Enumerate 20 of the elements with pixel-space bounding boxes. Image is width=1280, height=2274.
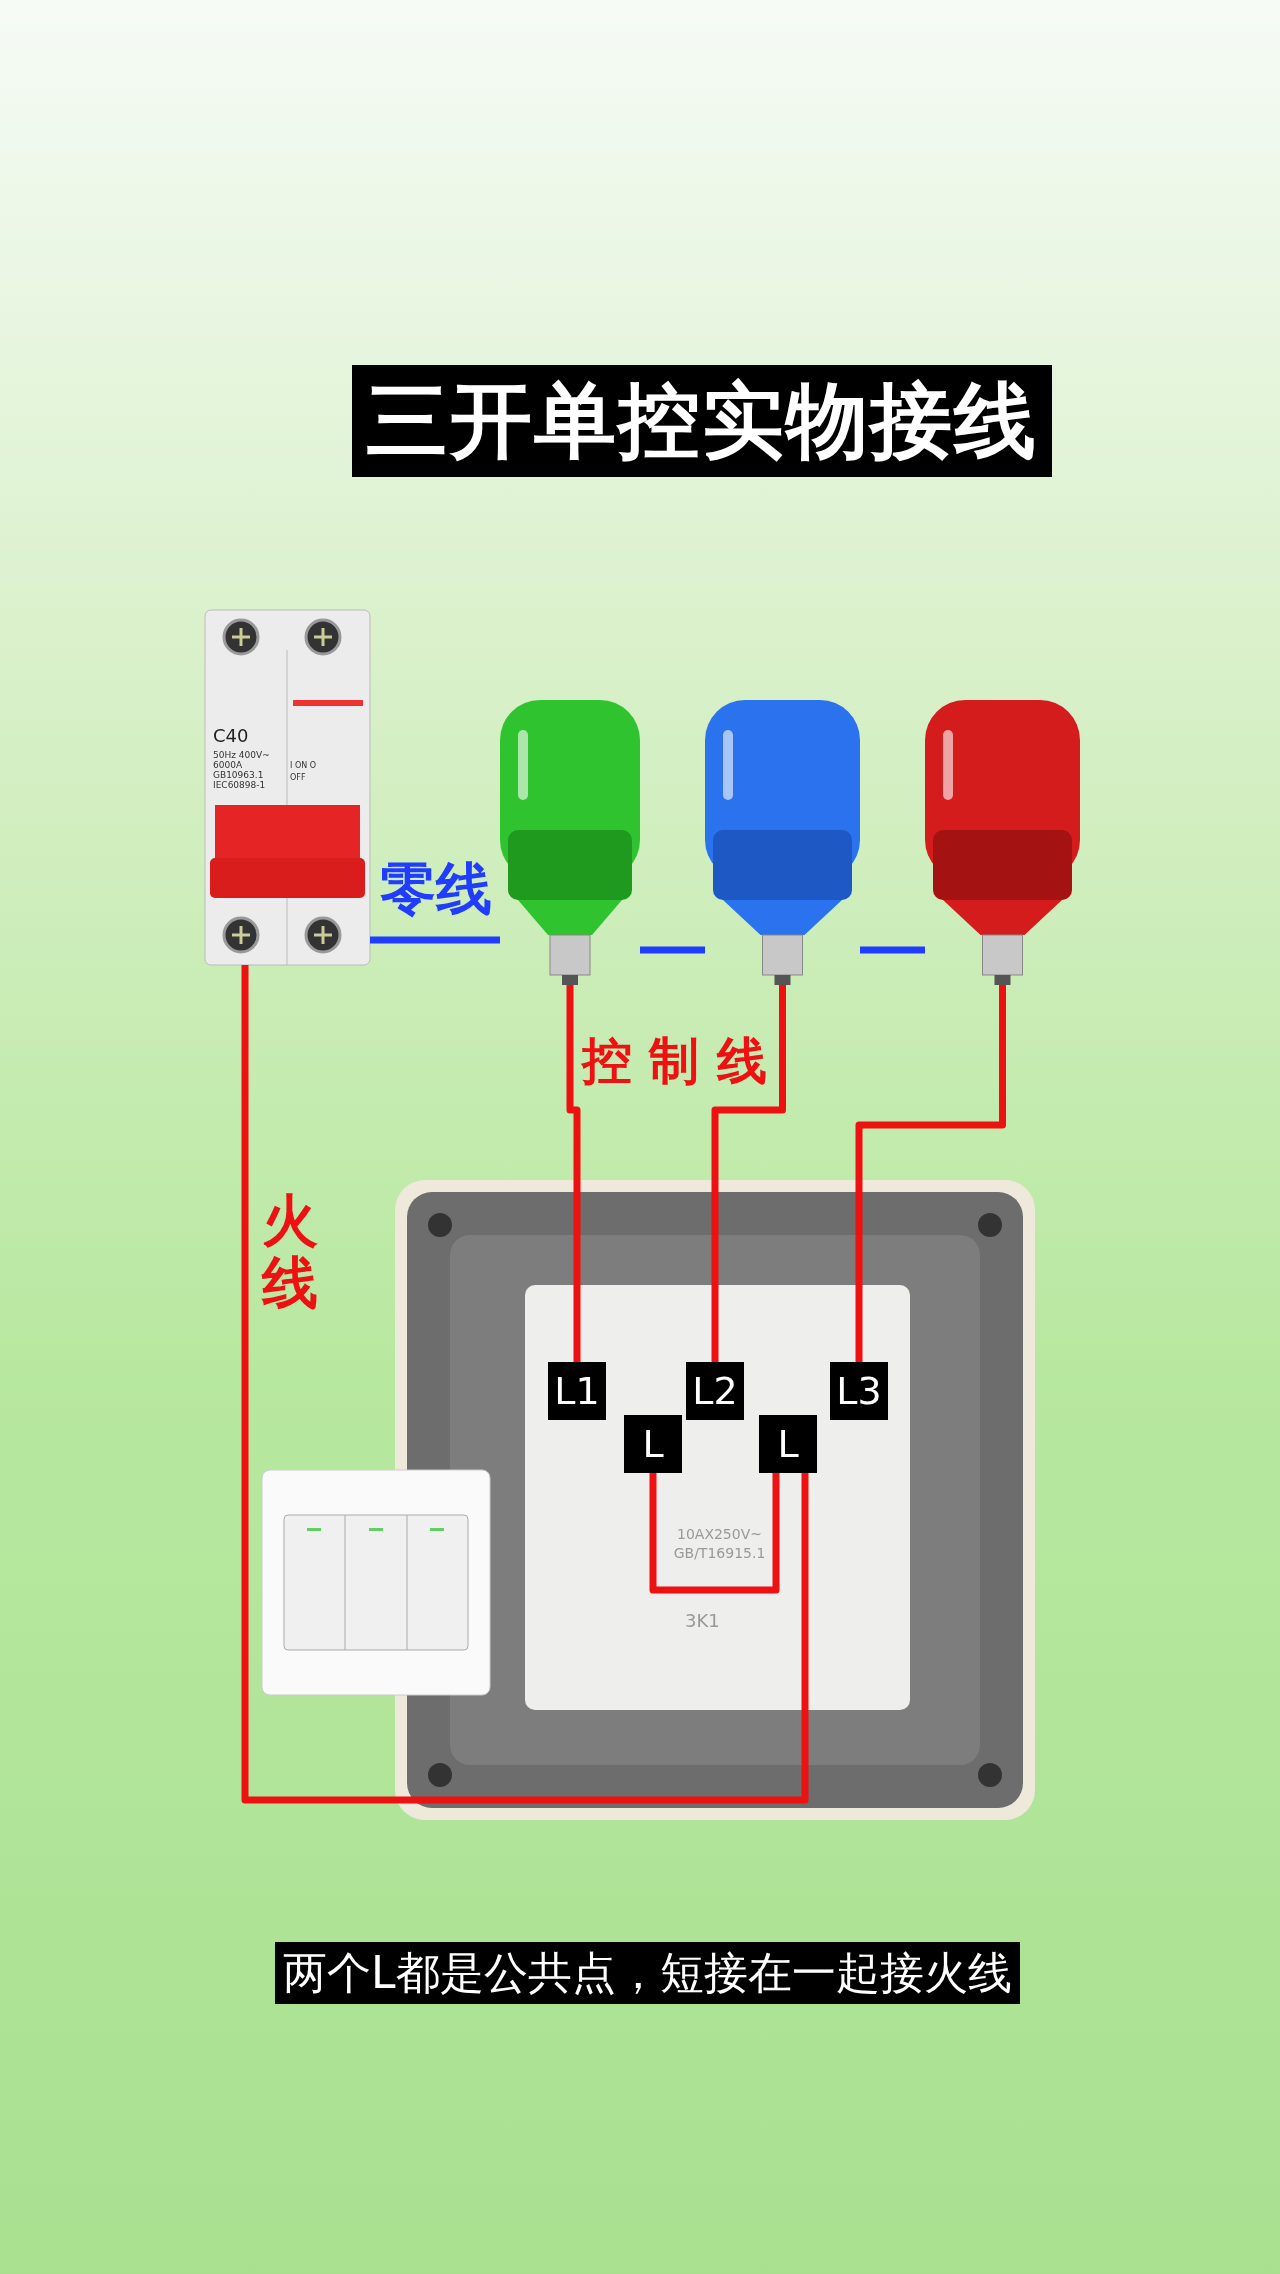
terminal-label: L xyxy=(759,1415,817,1473)
terminal-label: L xyxy=(624,1415,682,1473)
rating-text: 10AX250V~ GB/T16915.1 xyxy=(672,1525,767,1563)
title-banner: 三开单控实物接线 xyxy=(352,365,1052,477)
wire xyxy=(855,985,1006,1362)
wire-label: 零线 xyxy=(380,858,492,920)
wire-label: 控 制 线 xyxy=(582,1031,767,1092)
model-text: 3K1 xyxy=(685,1610,720,1631)
wire xyxy=(649,1473,780,1594)
wire xyxy=(711,985,786,1362)
on-off-marking: I ON O OFF xyxy=(290,760,318,784)
caption-banner: 两个L都是公共点，短接在一起接火线 xyxy=(275,1942,1020,2004)
rating-text: C40 xyxy=(213,725,249,746)
spec-text: 50Hz 400V~ 6000A GB10963.1 IEC60898-1 xyxy=(213,750,271,790)
wire xyxy=(241,965,809,1804)
terminal-label: L2 xyxy=(686,1362,744,1420)
terminal-label: L1 xyxy=(548,1362,606,1420)
terminal-label: L3 xyxy=(830,1362,888,1420)
wire xyxy=(566,985,581,1362)
wire-label: 火线 xyxy=(262,1190,319,1314)
